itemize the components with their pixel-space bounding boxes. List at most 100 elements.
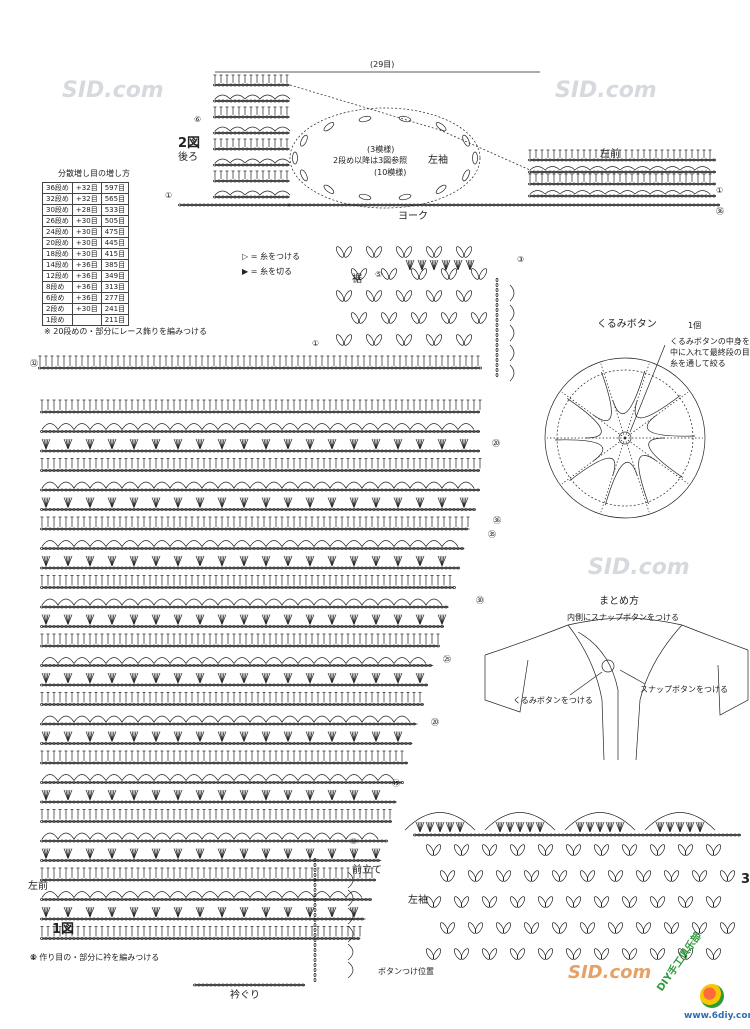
chain-arch (529, 190, 546, 195)
chain-stitch (256, 527, 260, 531)
chain-stitch (286, 366, 290, 370)
chain-stitch (164, 527, 168, 531)
chain-stitch (112, 527, 116, 531)
chain-arch (329, 540, 347, 547)
chain-stitch (228, 508, 232, 511)
chain-stitch (448, 488, 452, 492)
shell-stitch (457, 259, 463, 271)
chain-stitch (426, 366, 430, 370)
chain-arch (345, 774, 363, 781)
chain-stitch (282, 203, 286, 207)
chain-arch (89, 481, 107, 489)
chain-stitch (252, 566, 256, 570)
chain-arch (457, 423, 475, 430)
chain-arch (425, 423, 443, 430)
chain-stitch (233, 195, 237, 199)
chain-stitch (408, 430, 412, 433)
chain-stitch (96, 527, 100, 531)
chain-stitch (68, 508, 72, 511)
chain-stitch (232, 508, 236, 511)
chain-stitch (152, 488, 156, 492)
chain-stitch (368, 527, 372, 531)
chain-stitch (352, 488, 356, 492)
chain-stitch (264, 469, 268, 472)
chain-stitch (328, 449, 332, 453)
chain-stitch (265, 195, 269, 199)
chain-stitch (140, 430, 144, 433)
chain-stitch (460, 547, 464, 550)
chain-stitch (88, 430, 92, 433)
chain-stitch (392, 410, 396, 414)
leaf-stitch (440, 268, 450, 280)
chain-stitch (352, 469, 356, 472)
chain-stitch (254, 366, 258, 370)
chain-stitch (116, 547, 120, 550)
chain-stitch (564, 203, 568, 207)
chain-stitch (296, 469, 300, 472)
chain-stitch (688, 170, 692, 174)
chain-arch (249, 774, 267, 781)
chain-stitch (436, 430, 440, 433)
chain-stitch (152, 430, 156, 433)
chain-stitch (456, 203, 460, 207)
chain-stitch (241, 83, 245, 87)
chain-arch (297, 715, 315, 723)
chain-stitch (676, 182, 680, 186)
chain-stitch (304, 203, 308, 207)
chain-stitch (708, 194, 712, 198)
chain-stitch (184, 449, 188, 453)
leaf-stitch (380, 312, 390, 324)
chain-stitch (40, 547, 44, 550)
chain-stitch (396, 449, 400, 453)
chain-stitch (632, 203, 636, 207)
chain-stitch (237, 99, 241, 103)
chain-stitch (392, 508, 396, 511)
chain-arch (664, 190, 681, 195)
chain-stitch (268, 430, 272, 433)
chain-stitch (217, 83, 221, 87)
chain-stitch (324, 203, 328, 207)
side-chain (495, 363, 499, 367)
chain-stitch (80, 508, 84, 511)
chain-stitch (168, 508, 172, 511)
chain-stitch (556, 194, 560, 198)
chain-stitch (344, 488, 348, 492)
leaf-stitch (448, 268, 458, 280)
chain-stitch (270, 203, 274, 207)
chain-stitch (248, 527, 252, 531)
chain-stitch (408, 508, 412, 511)
chain-stitch (241, 179, 245, 183)
chain-stitch (672, 158, 676, 162)
chain-stitch (54, 366, 58, 370)
chain-stitch (456, 527, 460, 531)
chain-stitch (332, 410, 336, 414)
chain-stitch (237, 147, 241, 151)
chain-stitch (348, 527, 352, 531)
chain-stitch (440, 449, 444, 453)
chain-stitch (188, 508, 192, 511)
chain-arch (244, 190, 261, 196)
chain-stitch (472, 508, 476, 511)
leaf-stitch (300, 134, 308, 147)
chain-stitch (94, 366, 98, 370)
chain-stitch (308, 566, 312, 570)
chain-stitch (100, 547, 104, 550)
chain-arch (694, 190, 711, 195)
shell-stitch (463, 438, 469, 450)
leaf-stitch (358, 193, 372, 201)
chain-arch (329, 715, 347, 723)
chain-stitch (257, 195, 261, 199)
chain-stitch (292, 508, 296, 511)
shell-stitch (469, 259, 475, 271)
chain-stitch (44, 547, 48, 550)
chain-arch (457, 481, 475, 489)
chain-stitch (192, 488, 196, 492)
chain-stitch (712, 158, 716, 162)
chain-stitch (148, 449, 152, 453)
chain-stitch (616, 194, 620, 198)
chain-stitch (96, 430, 100, 433)
chain-stitch (152, 469, 156, 472)
chain-stitch (540, 182, 544, 186)
chain-stitch (608, 182, 612, 186)
chain-stitch (308, 508, 312, 511)
